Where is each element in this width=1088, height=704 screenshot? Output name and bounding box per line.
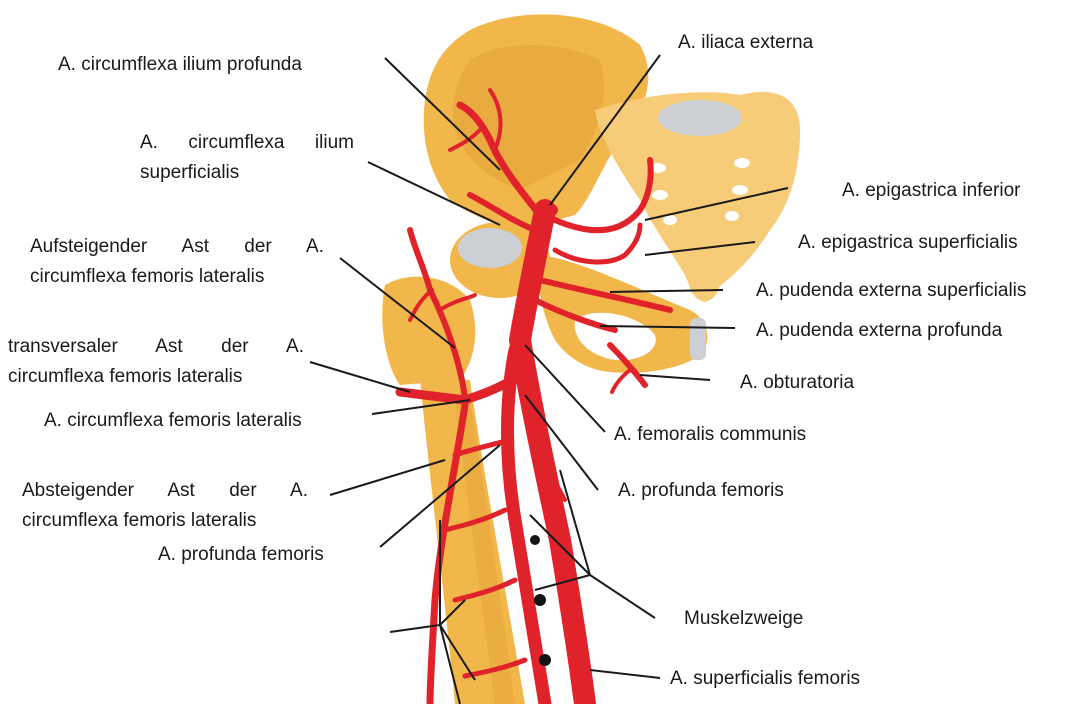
- label-circ-ilium-superficialis-line1: A. circumflexa ilium: [140, 128, 354, 158]
- label-transversaler-ast: transversaler Ast der A. circumflexa fem…: [8, 332, 304, 392]
- vessel-knot: [534, 594, 546, 606]
- leader-muskelzweige: [590, 575, 655, 618]
- vessel-knot: [539, 654, 551, 666]
- leader-absteigender: [330, 460, 445, 495]
- label-aufsteigender-line2: circumflexa femoris lateralis: [30, 262, 324, 292]
- label-absteigender-ast: Absteigender Ast der A. circumflexa femo…: [22, 476, 308, 536]
- label-absteigender-line2: circumflexa femoris lateralis: [22, 506, 308, 536]
- label-transversaler-line1: transversaler Ast der A.: [8, 332, 304, 362]
- label-circ-femoris-lateralis: A. circumflexa femoris lateralis: [44, 406, 302, 436]
- label-superficialis-femoris: A. superficialis femoris: [670, 664, 860, 694]
- label-femoralis-communis: A. femoralis communis: [614, 420, 806, 450]
- label-absteigender-line1: Absteigender Ast der A.: [22, 476, 308, 506]
- bones: [382, 14, 800, 704]
- label-aufsteigender-ast: Aufsteigender Ast der A. circumflexa fem…: [30, 232, 324, 292]
- label-epigastrica-superficialis: A. epigastrica superficialis: [798, 228, 1018, 258]
- label-circ-ilium-superficialis-line2: superficialis: [140, 158, 354, 188]
- leader-obturatoria: [640, 375, 710, 380]
- label-transversaler-line2: circumflexa femoris lateralis: [8, 362, 304, 392]
- label-circ-ilium-superficialis: A. circumflexa ilium superficialis: [140, 128, 354, 188]
- label-pudenda-externa-profunda: A. pudenda externa profunda: [756, 316, 1002, 346]
- label-epigastrica-inferior: A. epigastrica inferior: [842, 176, 1020, 206]
- label-profunda-femoris-left: A. profunda femoris: [158, 540, 324, 570]
- label-aufsteigender-line1: Aufsteigender Ast der A.: [30, 232, 324, 262]
- acetabulum-cartilage: [458, 228, 522, 268]
- vessel-knot: [530, 535, 540, 545]
- label-profunda-femoris-right: A. profunda femoris: [618, 476, 784, 506]
- label-muskelzweige: Muskelzweige: [684, 604, 803, 634]
- label-pudenda-externa-superficialis: A. pudenda externa superficialis: [756, 276, 1026, 306]
- symphysis: [690, 318, 706, 360]
- label-iliaca-externa: A. iliaca externa: [678, 28, 813, 58]
- leader-superficialis-femoris: [590, 670, 660, 678]
- label-obturatoria: A. obturatoria: [740, 368, 854, 398]
- label-circ-ilium-profunda: A. circumflexa ilium profunda: [58, 50, 302, 80]
- sacrum-disc: [658, 100, 742, 136]
